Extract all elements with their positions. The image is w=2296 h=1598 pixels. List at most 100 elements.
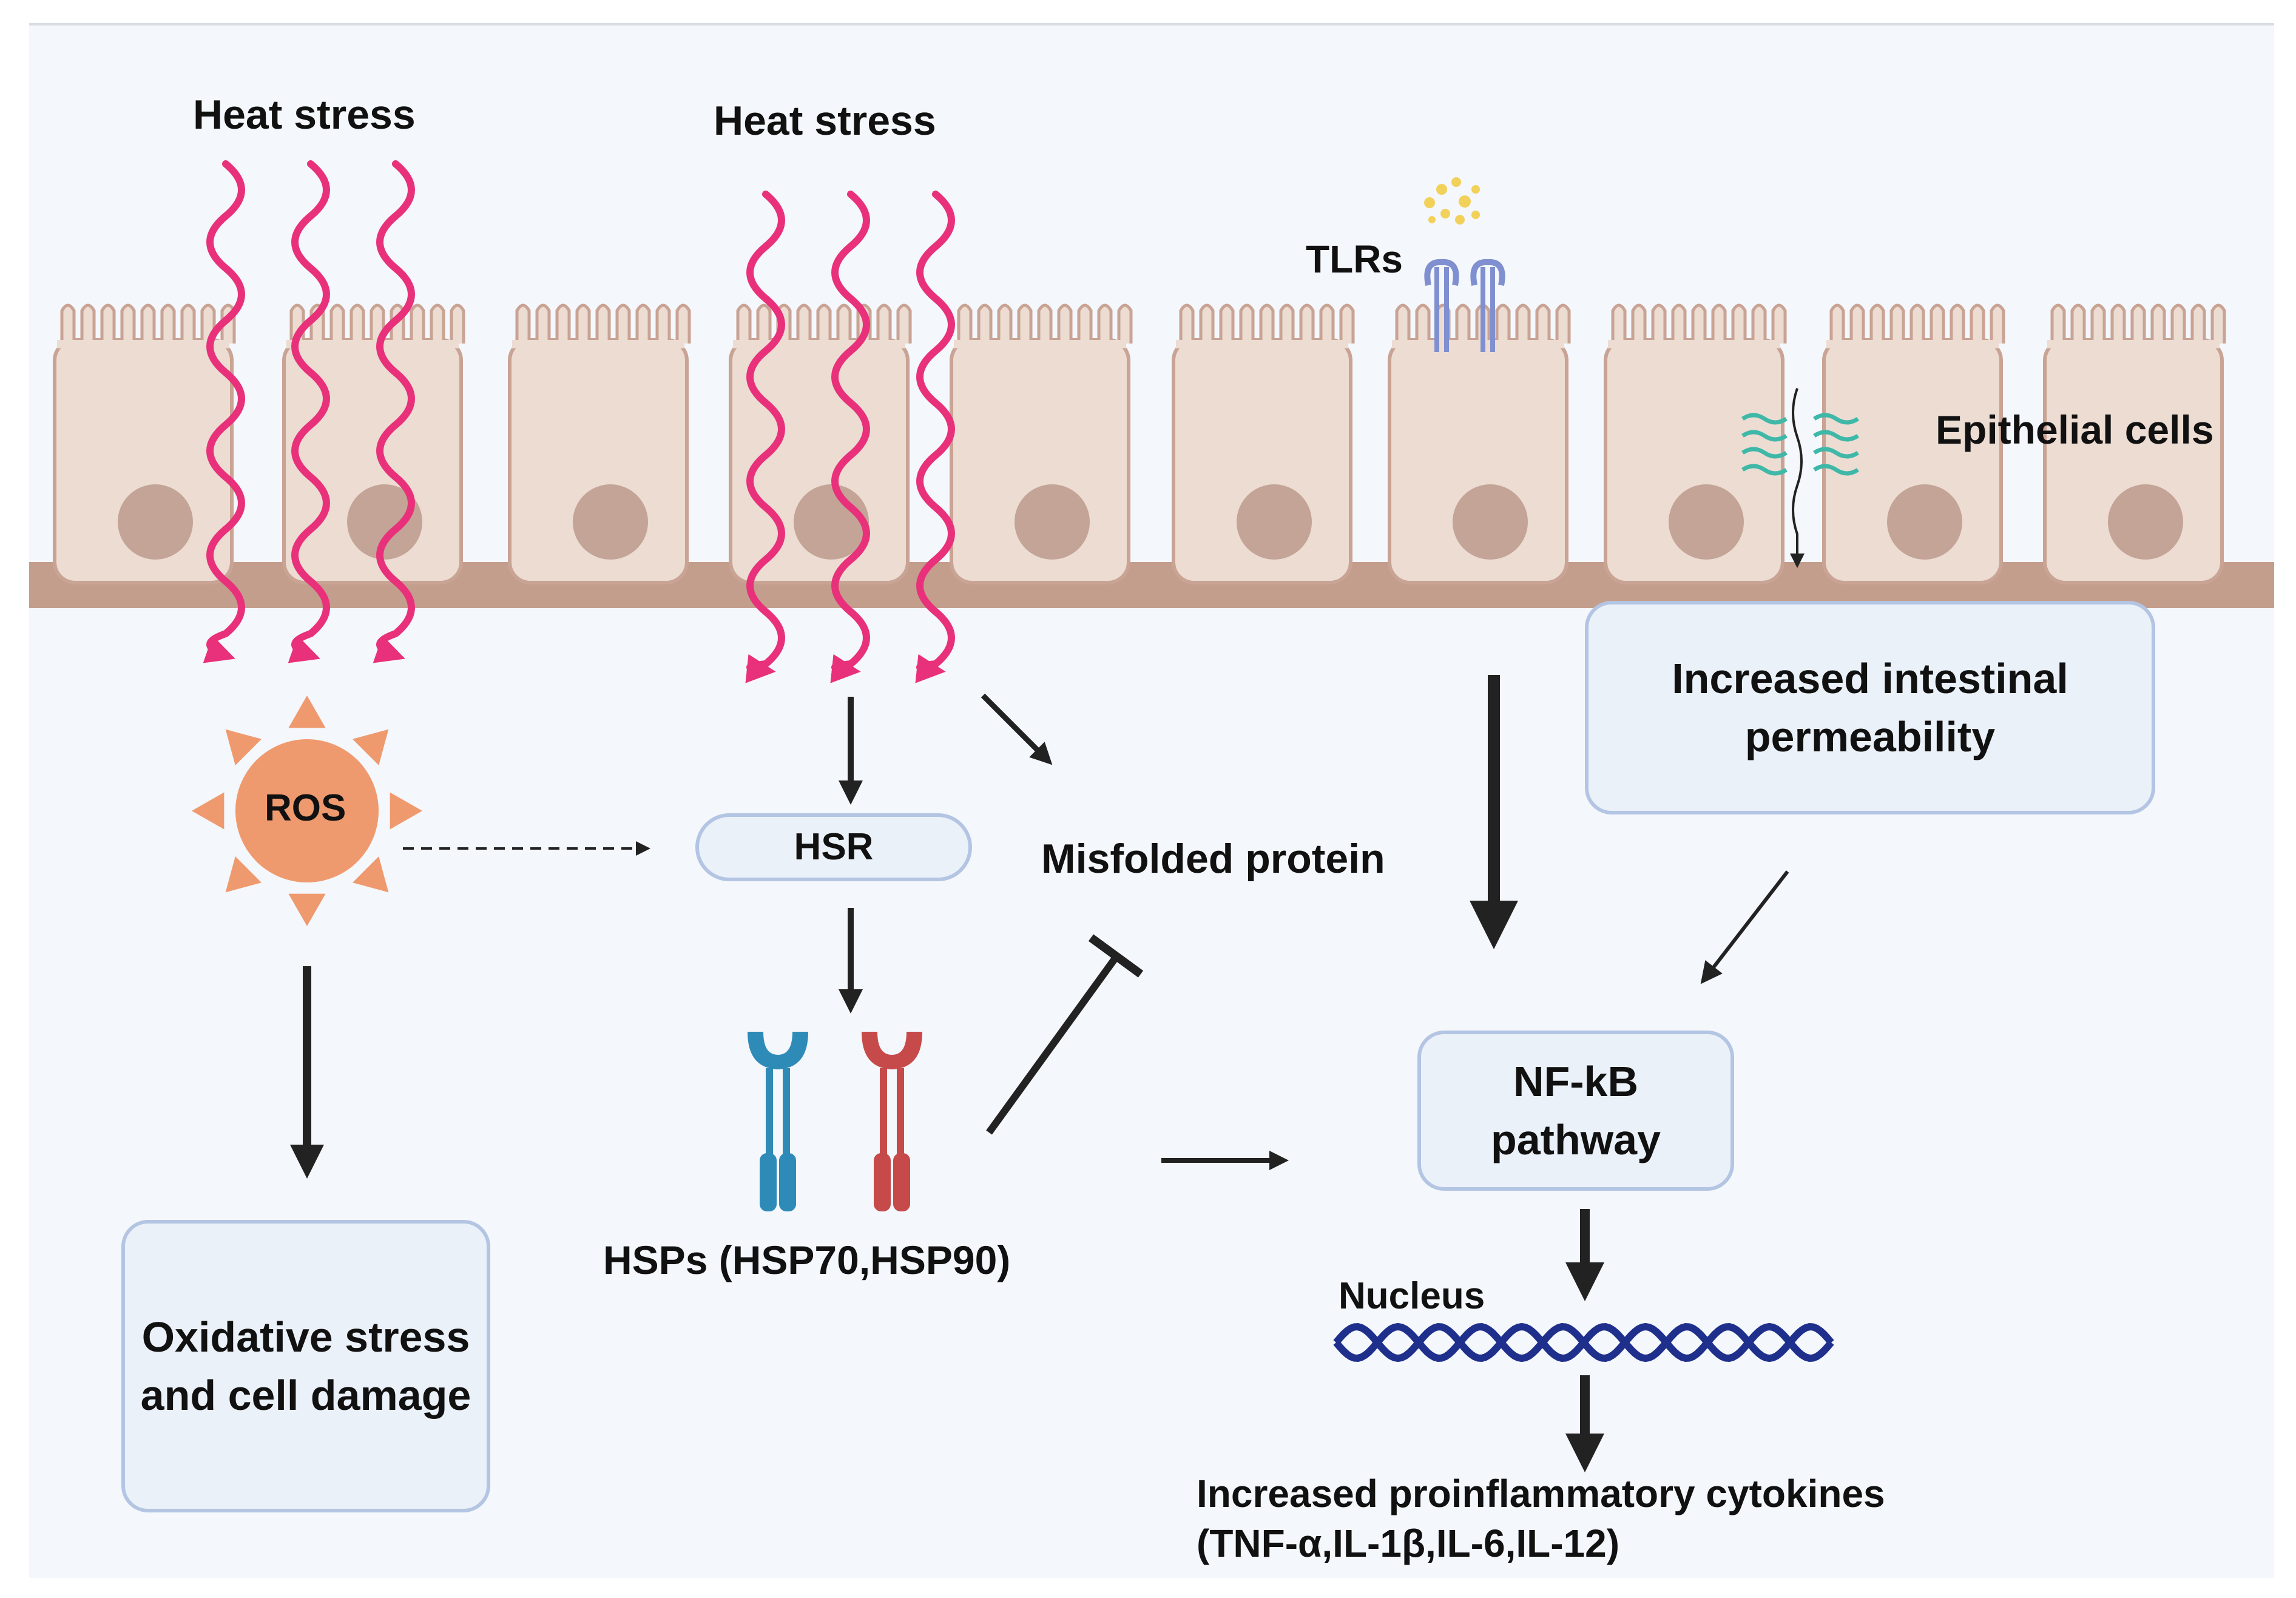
- cell-apical-cover: [1176, 340, 1348, 348]
- cell-apical-cover: [57, 340, 229, 348]
- microvilli: [957, 303, 1133, 344]
- tight-junction-icon: [1741, 413, 1859, 476]
- bacteria-particle: [1459, 195, 1471, 208]
- microvillus: [555, 303, 571, 344]
- microvillus: [1057, 303, 1073, 344]
- microvillus: [1415, 303, 1431, 344]
- heat-stress-wave-left: [203, 160, 245, 663]
- microvillus: [140, 303, 156, 344]
- hsp-base: [779, 1153, 796, 1211]
- microvillus: [1319, 303, 1335, 344]
- ros-core: [235, 739, 379, 882]
- bacteria-particle: [1451, 177, 1461, 187]
- inhibition-bar: [1088, 934, 1144, 978]
- microvillus: [2150, 303, 2166, 344]
- microvillus: [1199, 303, 1215, 344]
- nfkb-line-1: NF-kB: [1513, 1058, 1639, 1105]
- microvillus: [796, 303, 812, 344]
- microvillus: [160, 303, 176, 344]
- ros-ray: [225, 729, 262, 765]
- hsp-base: [874, 1153, 891, 1211]
- epithelial-cell: [1172, 303, 1355, 584]
- tlr-receptor-icon: [1424, 259, 1459, 352]
- epithelial-cells-label: Epithelial cells: [1936, 407, 2214, 452]
- ros-sun-icon: [192, 696, 422, 926]
- nfkb-pathway-box: NF-kB pathway: [1417, 1031, 1734, 1191]
- microvillus: [349, 303, 365, 344]
- tlr-receptor-icon: [1470, 259, 1505, 352]
- microvillus: [1279, 303, 1295, 344]
- epithelial-cell: [1388, 303, 1571, 584]
- dna-strand: [1333, 1322, 1834, 1363]
- cell-apical-cover: [512, 340, 684, 348]
- epithelial-cell: [282, 303, 465, 584]
- ros-ray: [225, 856, 262, 893]
- cell-apical-cover: [733, 340, 905, 348]
- microvillus: [60, 303, 76, 344]
- microvillus: [575, 303, 591, 344]
- oxidative-line-2: and cell damage: [140, 1372, 471, 1419]
- microvillus: [1731, 303, 1747, 344]
- heat-stress-wave-middle: [830, 191, 870, 683]
- microvillus: [1889, 303, 1905, 344]
- epithelial-cell: [1604, 303, 1787, 584]
- bacteria-particle: [1440, 209, 1450, 218]
- heat-stress-wave-middle: [915, 191, 955, 683]
- ros-label: ROS: [265, 787, 346, 829]
- microvillus: [836, 303, 852, 344]
- cell-nucleus: [1237, 484, 1312, 560]
- microvillus: [977, 303, 993, 344]
- microvillus: [655, 303, 671, 344]
- microvillus: [515, 303, 531, 344]
- microvillus: [2090, 303, 2106, 344]
- hsp70-icon: [748, 1032, 808, 1211]
- ros-ray: [390, 792, 422, 830]
- ros-ray: [192, 792, 225, 830]
- microvillus: [1299, 303, 1315, 344]
- microvillus: [1751, 303, 1767, 344]
- microvilli: [1395, 303, 1571, 344]
- dna-double-helix-icon: [1333, 1322, 1834, 1363]
- hsps-label: HSPs (HSP70,HSP90): [603, 1237, 1011, 1282]
- cytokines-label-line-2: (TNF-α,IL-1β,IL-6,IL-12): [1197, 1522, 1620, 1565]
- microvillus: [1849, 303, 1865, 344]
- hsp-base: [893, 1153, 910, 1211]
- bacteria-particle: [1428, 216, 1436, 223]
- tlr-ectodomain: [1470, 259, 1505, 286]
- cell-nucleus: [1887, 484, 1962, 560]
- microvillus: [80, 303, 96, 344]
- microvillus: [1651, 303, 1667, 344]
- cytokines-label-line-1: Increased proinflammatory cytokines: [1197, 1472, 1885, 1515]
- heat-stress-wave-left: [288, 160, 330, 663]
- cell-nucleus: [347, 484, 422, 560]
- tight-junction-strand: [1813, 464, 1859, 476]
- oxidative-stress-box: Oxidative stress and cell damage: [121, 1220, 490, 1512]
- cell-nucleus: [2108, 484, 2183, 560]
- microvilli: [60, 303, 236, 344]
- microvillus: [1711, 303, 1727, 344]
- microvillus: [736, 303, 752, 344]
- cell-apical-cover: [954, 340, 1126, 348]
- ros-ray: [353, 729, 389, 765]
- cell-nucleus: [118, 484, 193, 560]
- tight-junction-strand: [1813, 413, 1859, 425]
- bacteria-particle: [1424, 197, 1435, 208]
- heat-stress-label-left: Heat stress: [193, 92, 416, 138]
- oxidative-line-1: Oxidative stress: [141, 1313, 470, 1361]
- microvillus: [1829, 303, 1845, 344]
- cell-nucleus: [573, 484, 648, 560]
- microvillus: [1117, 303, 1133, 344]
- microvilli: [1179, 303, 1355, 344]
- microvillus: [997, 303, 1013, 344]
- microvillus: [450, 303, 465, 344]
- microvillus: [1909, 303, 1925, 344]
- microvillus: [100, 303, 116, 344]
- microvillus: [1869, 303, 1885, 344]
- cell-apical-cover: [1608, 340, 1780, 348]
- cell-apical-cover: [286, 340, 459, 348]
- tight-junction-strand: [1741, 464, 1788, 476]
- microvillus: [535, 303, 551, 344]
- bacteria-particle: [1455, 215, 1465, 225]
- hsp-stalk: [897, 1068, 904, 1159]
- tight-junction-strand: [1813, 447, 1859, 459]
